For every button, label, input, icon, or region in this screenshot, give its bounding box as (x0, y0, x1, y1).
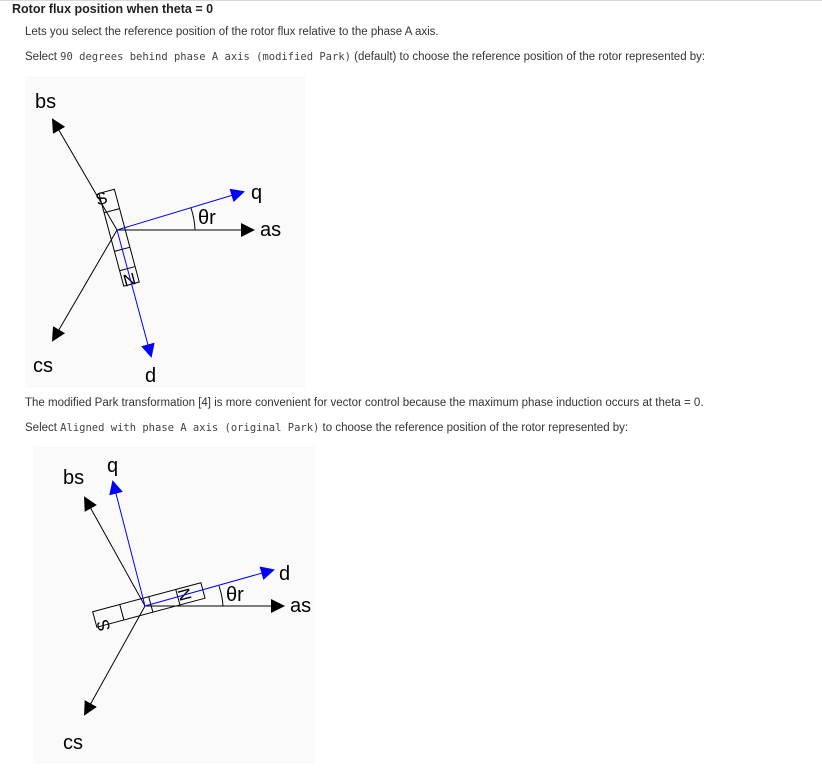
theta-arc (218, 585, 224, 607)
d-label: d (279, 563, 290, 585)
d-axis (116, 229, 155, 358)
theta-arc (190, 207, 196, 231)
bs-axis (84, 496, 146, 607)
cs-axis (84, 605, 146, 716)
option2-prefix: Select (25, 422, 61, 434)
option1-code: 90 degrees behind phase A axis (modified… (60, 51, 351, 63)
figure-original-park-svg: S N bs q as d cs θr (63, 455, 311, 754)
rotor-north-label: N (121, 269, 138, 291)
rotor-south-label: S (94, 188, 110, 209)
cs-label: cs (63, 732, 83, 754)
q-label: q (251, 182, 262, 204)
option2-code: Aligned with phase A axis (original Park… (60, 422, 320, 434)
option1-prefix: Select (25, 51, 61, 63)
rotor-south-label: S (93, 617, 114, 633)
top-rule (0, 0, 822, 1)
d-label: d (145, 365, 156, 387)
figure-modified-park-svg: S N bs as cs q d θr (33, 91, 281, 387)
d-axis (144, 566, 275, 607)
theta-label: θr (226, 584, 244, 606)
section-heading: Rotor flux position when theta = 0 (12, 2, 214, 16)
cs-label: cs (33, 355, 53, 377)
bs-label: bs (63, 467, 84, 489)
figure-modified-park: S N bs as cs q d θr (25, 76, 305, 388)
cs-axis (51, 229, 118, 342)
as-label: as (260, 219, 281, 241)
q-axis (109, 480, 146, 607)
bs-label: bs (35, 91, 56, 113)
as-label: as (290, 595, 311, 617)
bs-axis (51, 118, 118, 231)
q-label: q (107, 455, 118, 477)
option1-suffix: (default) to choose the reference positi… (350, 51, 706, 63)
option1-paragraph: Select 90 degrees behind phase A axis (m… (25, 51, 705, 63)
option2-suffix: to choose the reference position of the … (319, 422, 629, 434)
figure-original-park: S N bs q as d cs θr (33, 446, 315, 764)
note-paragraph: The modified Park transformation [4] is … (25, 397, 704, 409)
q-axis (116, 188, 245, 231)
option2-paragraph: Select Aligned with phase A axis (origin… (25, 422, 628, 434)
intro-paragraph: Lets you select the reference position o… (25, 26, 439, 38)
theta-label: θr (198, 207, 216, 229)
